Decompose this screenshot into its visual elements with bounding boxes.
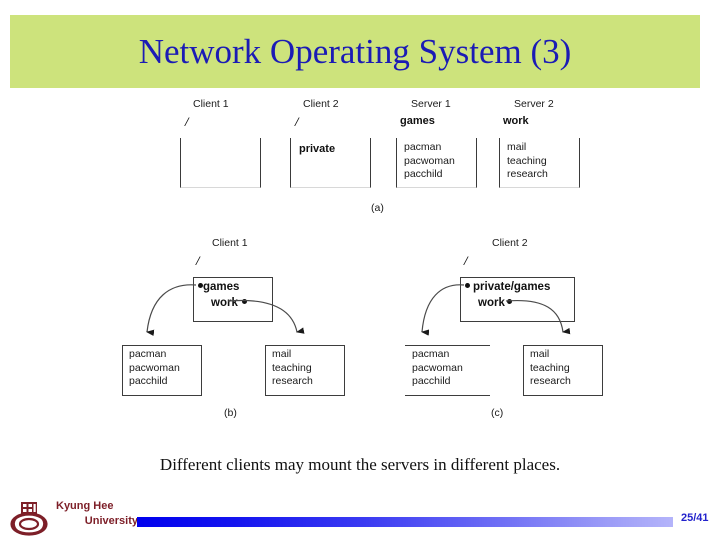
panel-c-target-left-entries: pacman pacwoman pacchild [412,348,463,387]
panel-b-target-left-entries: pacman pacwoman pacchild [129,348,180,387]
panel-a-col1-root: / [185,114,189,129]
panel-a-col3-box [396,138,477,188]
page-number: 25/41 [681,512,709,524]
panel-c-root: / [464,253,468,268]
panel-c-mount-games-label: private/games [473,281,551,293]
panel-c-caption: (c) [491,407,504,419]
panel-b-mount-box [193,277,273,322]
panel-a-col1-box [180,138,261,188]
mount-point-bullet-icon [465,283,470,289]
panel-c-mount-box [460,277,575,322]
panel-a-col3-header: games [400,115,435,127]
slide-caption: Different clients may mount the servers … [159,455,561,474]
mount-point-bullet-icon [241,299,247,305]
panel-b-title: Client 1 [212,237,248,249]
university-name-line2: University [84,515,138,527]
panel-b-mount-games-label: games [203,281,240,293]
title-banner: Network Operating System (3) [10,15,700,88]
mount-arrows [146,284,571,336]
panel-b-mount-games-row: games [198,279,239,295]
mount-point-bullet-icon [506,299,512,305]
panel-a-col2-title: Client 2 [303,98,339,110]
panel-a-caption: (a) [371,202,384,214]
panel-a-col2-root: / [295,114,299,129]
page-title: Network Operating System (3) [138,32,572,71]
panel-c-title: Client 2 [492,237,528,249]
panel-c-mount-games-row: private/games [465,279,550,295]
panel-a-col1-title: Client 1 [193,98,229,110]
panel-b-target-left-box [122,345,202,396]
panel-b-root: / [196,253,200,268]
panel-b-arrow-games [146,284,197,336]
panel-b-caption: (b) [224,407,237,419]
panel-a-col4-box [499,138,580,188]
panel-b-target-right-entries: mail teaching research [272,348,313,387]
panel-c-target-right-entries: mail teaching research [530,348,571,387]
university-name: Kyung Hee University [56,499,138,529]
university-name-line1: Kyung Hee [56,500,114,512]
footer-gradient-bar [137,517,673,527]
panel-c-mount-work-row: work [478,295,512,311]
panel-a-col4-entries: mail teaching research [507,141,548,180]
panel-a-col3-title: Server 1 [411,98,451,110]
university-crest-icon [10,502,48,536]
panel-c-mount-work-label: work [478,297,505,309]
panel-b-mount-work-row: work [211,295,247,311]
panel-c-arrow-work [505,299,571,335]
panel-a-col4-header: work [503,115,529,127]
panel-a-col4-title: Server 2 [514,98,554,110]
university-logo: Kyung Hee University [8,498,138,538]
mount-point-bullet-icon [198,283,203,289]
panel-b-mount-work-label: work [211,297,238,309]
panel-a-col2-entries: private [299,143,336,155]
panel-a-col2-box [290,138,371,188]
panel-c-arrow-games [421,284,465,336]
panel-a-col3-entries: pacman pacwoman pacchild [404,141,455,180]
panel-c-target-right-box [523,345,603,396]
panel-b-arrow-work [227,299,305,334]
panel-b-target-right-box [265,345,345,396]
panel-c-target-left-box [405,345,490,396]
filesystem-mount-diagram: Client 1 / Client 2 / private Server 1 g… [0,92,720,422]
